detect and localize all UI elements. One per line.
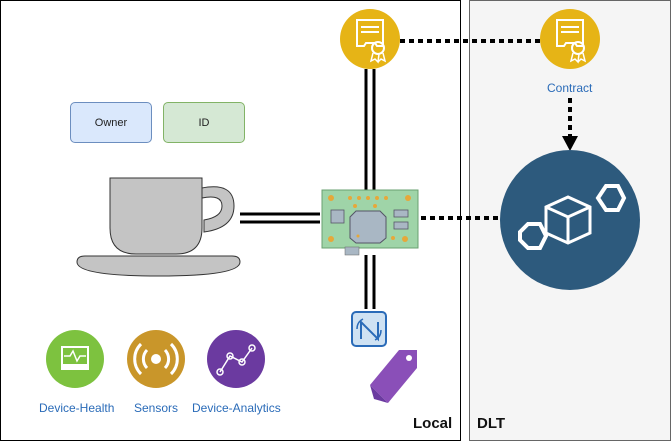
- contract-arrow-head: [562, 136, 578, 151]
- analytics-icon: [207, 330, 265, 388]
- device-health-label: Device-Health: [39, 401, 115, 415]
- circuit-board-icon: [321, 189, 419, 256]
- id-label: ID: [198, 116, 210, 129]
- owner-label: Owner: [94, 116, 128, 129]
- dlt-zone-label: DLT: [477, 415, 506, 432]
- id-box: ID: [163, 102, 245, 143]
- owner-box: Owner: [70, 102, 152, 143]
- contract-certificate-icon: [540, 9, 600, 69]
- certificate-icon: [340, 9, 400, 69]
- local-zone-label: Local: [413, 415, 453, 432]
- nfc-icon: [351, 311, 387, 347]
- tag-icon: [370, 350, 417, 403]
- device-analytics-label: Device-Analytics: [192, 401, 281, 415]
- coffee-cup-icon: [76, 177, 241, 277]
- sensors-label: Sensors: [134, 401, 179, 415]
- device-health-icon: [46, 330, 104, 388]
- blockchain-icon: [500, 150, 640, 290]
- sensors-icon: [127, 330, 185, 388]
- contract-label: Contract: [547, 81, 593, 95]
